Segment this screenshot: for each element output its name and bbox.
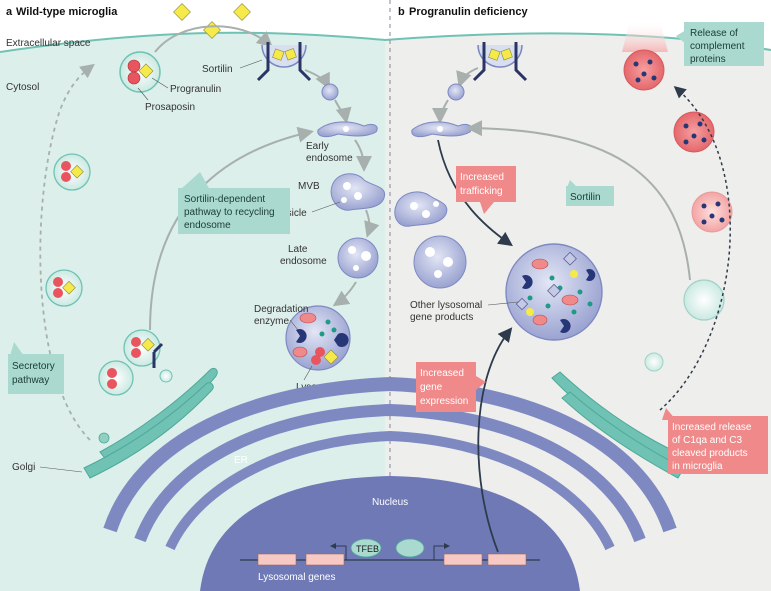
sortilin-arrow-b [466,120,691,281]
trafficking-callout: Increased trafficking [456,166,516,214]
gene-box-3 [443,553,483,566]
mvb-b [394,191,448,227]
degradation-label-2: enzyme [254,316,289,327]
panel-a-title: Wild-type microglia [16,6,118,18]
tfeb-label: TFEB [356,544,379,554]
other-lysosomal-label-1: Other lysosomal [410,300,482,311]
trafficking-arrow [437,139,513,247]
lysosomal-genes-label: Lysosomal genes [258,572,335,583]
nucleus-label: Nucleus [372,497,408,508]
small-vesicle-b [447,83,465,101]
complement-vesicle-1 [623,49,665,91]
gene-box-4 [487,553,527,566]
gene-expression-text-3: expression [420,396,468,407]
secretory-vesicle-2 [45,269,83,307]
c1qa-text-2: of C1qa and C3 [672,435,742,446]
progranulin-label: Progranulin [170,84,221,95]
early-endosome-a [317,121,378,138]
empty-vesicle-b [683,279,725,321]
early-endosome-label-1: Early [306,141,329,152]
lysosome-b [505,243,603,341]
complement-release-callout: Release of complement proteins [676,22,764,66]
gene-expression-callout: Increased gene expression [416,362,486,412]
sortilin-pathway-text-2: pathway to recycling [184,207,275,218]
late-endosome-label-1: Late [288,244,308,255]
mvb-a [330,173,386,211]
cytosol-label: Cytosol [6,82,39,93]
secretory-text-2: pathway [12,375,49,386]
secretory-vesicle-4 [98,360,134,396]
tfeb-protein-b [395,538,425,558]
gene-expression-arrow [477,327,513,553]
secretory-callout: Secretory pathway [8,342,64,394]
sortilin-label-a: Sortilin [202,64,233,75]
late-endosome-b [413,235,467,289]
extracellular-label: Extracellular space [6,38,91,49]
sortilin-pathway-text-1: Sortilin-dependent [184,194,265,205]
sortilin-pathway-text-3: endosome [184,220,231,231]
mvb-label: MVB [298,181,320,192]
other-lysosomal-label-2: gene products [410,312,473,323]
sortilin-pathway-callout: Sortilin-dependent pathway to recycling … [178,172,290,234]
c1qa-text-3: cleaved products [672,448,748,459]
panel-b-title: Progranulin deficiency [409,6,528,18]
tfeb-protein [350,538,382,558]
late-endosome-label-2: endosome [280,256,327,267]
prosaposin-progranulin-vesicle [119,51,161,93]
complement-text-3: proteins [690,54,726,65]
early-endosome-label-2: endosome [306,153,353,164]
gene-expression-text-1: Increased [420,368,464,379]
c1qa-callout: Increased release of C1qa and C3 cleaved… [662,408,768,474]
panel-a-letter: a [6,6,13,18]
vesicle-label: Vesicle [275,208,307,219]
complement-vesicle-3 [691,191,733,233]
prosaposin-label: Prosaposin [145,102,195,113]
gene-box-2 [305,553,345,566]
c1qa-text-1: Increased release [672,422,752,433]
c1qa-text-4: in microglia [672,461,723,472]
trafficking-text-2: trafficking [460,186,503,197]
secretory-vesicle-1 [53,153,91,191]
lysosome-a [285,305,351,371]
complement-text-2: complement [690,41,745,52]
sortilin-receptor-b [472,42,528,82]
golgi-b [551,371,685,479]
uptake-arrow [154,25,273,53]
complement-text-1: Release of [690,28,738,39]
sortilin-receptor-a [256,42,312,82]
gene-box-1 [257,553,297,566]
trafficking-text-1: Increased [460,172,504,183]
er-label: ER [234,455,248,466]
endoplasmic-reticulum [103,376,677,551]
small-vesicle-a [321,83,339,101]
secretory-text-1: Secretory [12,361,55,372]
panel-b-letter: b [398,6,405,18]
complement-vesicle-2 [673,111,715,153]
sortilin-callout-b: Sortilin [566,180,614,206]
degradation-label-1: Degradation [254,304,308,315]
gene-expression-text-2: gene [420,382,443,393]
golgi-label: Golgi [12,462,35,473]
late-endosome-a [337,237,379,279]
complement-burst [622,20,668,52]
sortilin-label-b: Sortilin [570,192,601,203]
secretory-pathway-arrow [39,63,95,441]
secretory-vesicle-3 [123,329,164,368]
golgi-a [83,367,218,479]
complement-release-arrow [659,86,731,411]
